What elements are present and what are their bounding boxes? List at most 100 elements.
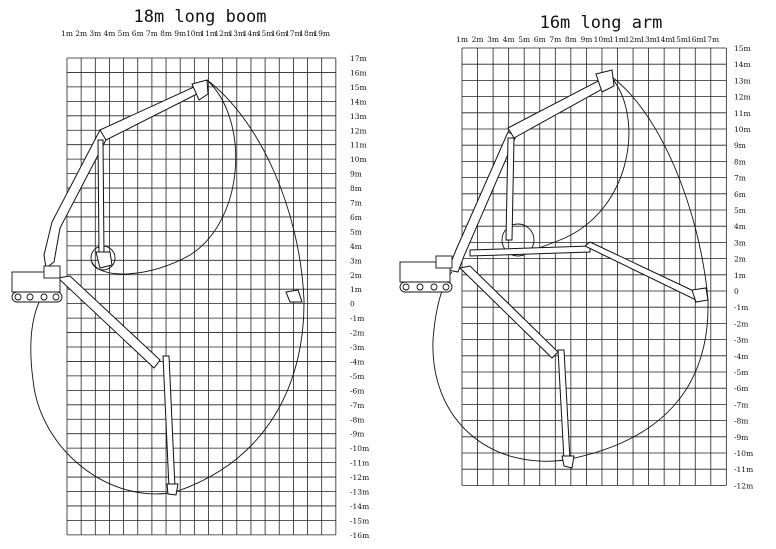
- y-tick-label: 3m: [350, 256, 362, 265]
- y-tick-label: -1m: [350, 314, 364, 323]
- x-tick-label: 5m: [118, 29, 130, 38]
- x-tick-label: 3m: [487, 35, 499, 44]
- y-tick-label: -11m: [734, 465, 753, 474]
- y-tick-label: -10m: [734, 449, 753, 458]
- boom-lower-pose: [56, 275, 161, 369]
- x-tick-label: 10m: [186, 29, 203, 38]
- y-tick-label: -10m: [350, 444, 369, 453]
- x-tick-label: 2m: [75, 29, 87, 38]
- y-tick-label: 10m: [350, 155, 367, 164]
- x-tick-label: 13m: [640, 35, 657, 44]
- x-tick-label: 10m: [594, 35, 611, 44]
- y-tick-label: -8m: [350, 415, 364, 424]
- y-tick-label: -12m: [350, 473, 369, 482]
- y-tick-label: 12m: [734, 93, 751, 102]
- x-tick-label: 12m: [214, 29, 231, 38]
- y-tick-label: 8m: [734, 157, 746, 166]
- y-tick-label: -1m: [734, 303, 748, 312]
- arm-horizontal-pose: [469, 245, 591, 257]
- y-tick-label: -2m: [350, 329, 364, 338]
- x-tick-label: 11m: [609, 35, 626, 44]
- x-tick-label: 7m: [146, 29, 158, 38]
- y-tick-label: 3m: [734, 238, 746, 247]
- y-tick-label: 16m: [350, 68, 367, 77]
- y-tick-label: -13m: [350, 488, 369, 497]
- y-tick-label: 6m: [734, 190, 746, 199]
- x-tick-label: 1m: [61, 29, 73, 38]
- x-tick-label: 5m: [518, 35, 530, 44]
- x-tick-label: 15m: [671, 35, 688, 44]
- arm-folded-pose: [505, 137, 515, 241]
- bucket-curl-arc: [501, 223, 535, 257]
- y-tick-label: -4m: [734, 352, 748, 361]
- bucket-top: [191, 79, 209, 101]
- x-tick-label: 15m: [257, 29, 274, 38]
- y-tick-label: 14m: [734, 60, 751, 69]
- x-tick-label: 17m: [285, 29, 302, 38]
- x-tick-label: 3m: [89, 29, 101, 38]
- y-tick-label: -9m: [734, 433, 748, 442]
- y-tick-label: 13m: [734, 76, 751, 85]
- x-tick-label: 6m: [132, 29, 144, 38]
- y-tick-label: -16m: [350, 531, 369, 540]
- y-axis-ticks: 15m14m13m12m11m10m9m8m7m6m5m4m3m2m1m0-1m…: [734, 44, 753, 490]
- x-tick-label: 16m: [687, 35, 704, 44]
- y-tick-label: 4m: [350, 242, 362, 251]
- y-tick-label: 11m: [350, 141, 367, 150]
- y-tick-label: -11m: [350, 459, 369, 468]
- y-tick-label: 4m: [734, 222, 746, 231]
- x-tick-label: 4m: [104, 29, 116, 38]
- working-range-envelope: [432, 73, 709, 462]
- y-tick-label: 1m: [350, 285, 362, 294]
- excavator-machine: [399, 255, 453, 293]
- y-tick-label: -9m: [350, 430, 364, 439]
- x-tick-label: 12m: [625, 35, 642, 44]
- y-tick-label: 13m: [350, 112, 367, 121]
- y-tick-label: -4m: [350, 357, 364, 366]
- x-tick-label: 19m: [313, 29, 330, 38]
- y-tick-label: 11m: [734, 109, 751, 118]
- working-range-envelope: [30, 79, 305, 495]
- x-tick-label: 4m: [503, 35, 515, 44]
- y-tick-label: -7m: [350, 401, 364, 410]
- y-tick-label: 0: [350, 300, 355, 309]
- bucket-reach: [691, 287, 709, 303]
- y-tick-label: 9m: [350, 170, 362, 179]
- y-tick-label: -3m: [734, 336, 748, 345]
- y-tick-label: 7m: [734, 174, 746, 183]
- diagram-title: 16m long arm: [540, 13, 663, 33]
- y-tick-label: -2m: [734, 319, 748, 328]
- y-tick-label: -14m: [350, 502, 369, 511]
- bucket-top: [595, 69, 615, 93]
- y-tick-label: -6m: [734, 384, 748, 393]
- arm-folded-pose: [97, 139, 105, 256]
- y-tick-label: 7m: [350, 199, 362, 208]
- bucket-folded: [95, 251, 113, 269]
- bucket-far-reach: [285, 289, 303, 303]
- arm-upper-pose: [99, 85, 200, 141]
- y-tick-label: -7m: [734, 400, 748, 409]
- x-tick-label: 14m: [656, 35, 673, 44]
- y-tick-label: 1m: [734, 271, 746, 280]
- y-tick-label: -3m: [350, 343, 364, 352]
- y-tick-label: -15m: [350, 516, 369, 525]
- x-tick-label: 2m: [472, 35, 484, 44]
- y-tick-label: -5m: [734, 368, 748, 377]
- y-tick-label: 2m: [350, 271, 362, 280]
- y-tick-label: 17m: [350, 54, 367, 63]
- y-tick-label: -5m: [350, 372, 364, 381]
- bucket-bottom: [561, 455, 575, 469]
- x-tick-label: 7m: [549, 35, 561, 44]
- diagram-title: 18m long boom: [133, 7, 266, 27]
- y-tick-label: -12m: [734, 481, 753, 490]
- grid: [461, 47, 727, 486]
- x-tick-label: 6m: [534, 35, 546, 44]
- x-tick-label: 13m: [228, 29, 245, 38]
- y-tick-label: -8m: [734, 417, 748, 426]
- y-axis-ticks: 17m16m15m14m13m12m11m10m9m8m7m6m5m4m3m2m…: [350, 54, 369, 540]
- x-tick-label: 16m: [271, 29, 288, 38]
